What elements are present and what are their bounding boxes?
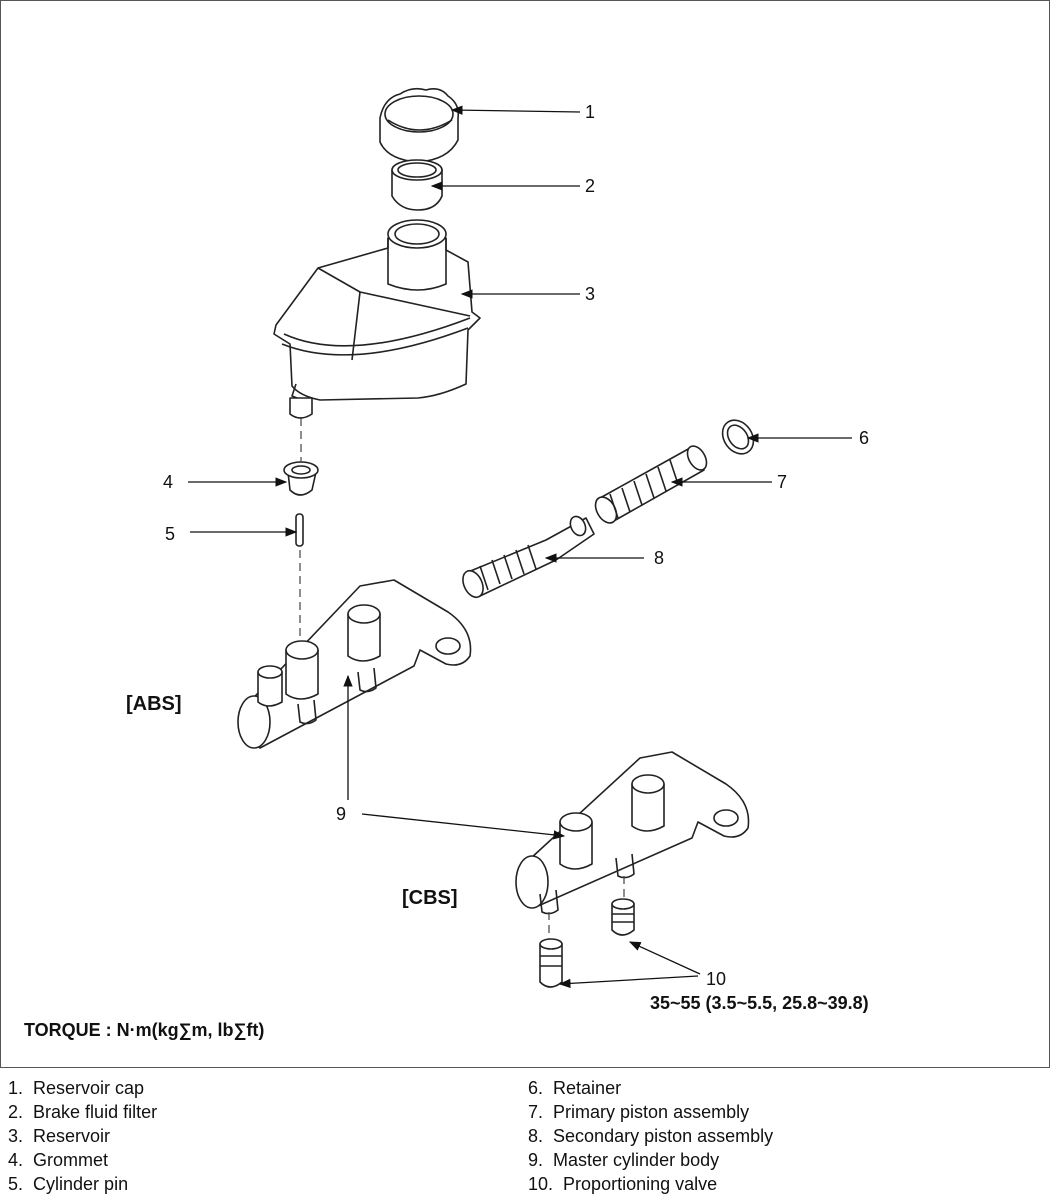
master-cylinder-abs-part xyxy=(237,579,472,749)
callout-leaders xyxy=(188,105,852,989)
callout-4: 4 xyxy=(163,472,173,492)
callout-5: 5 xyxy=(165,524,175,544)
legend-item: 4. Grommet xyxy=(8,1148,157,1172)
proportioning-valve-part xyxy=(539,898,635,988)
master-cylinder-cbs-part xyxy=(515,751,750,915)
legend-item: 9. Master cylinder body xyxy=(528,1148,773,1172)
torque-caption: TORQUE : N·m(kg∑m, lb∑ft) xyxy=(24,1020,265,1040)
legend-item: 1. Reservoir cap xyxy=(8,1076,157,1100)
legend-item: 6. Retainer xyxy=(528,1076,773,1100)
legend-text: Secondary piston assembly xyxy=(553,1126,774,1146)
primary-piston-part xyxy=(594,445,708,524)
legend-num: 7. xyxy=(528,1102,544,1122)
legend-item: 3. Reservoir xyxy=(8,1124,157,1148)
exploded-view-drawing: 1 2 3 4 5 6 7 8 9 10 [ABS] [CBS] xyxy=(126,87,869,989)
callout-8: 8 xyxy=(654,548,664,568)
legend-text: Retainer xyxy=(553,1078,622,1098)
legend-text: Primary piston assembly xyxy=(553,1102,750,1122)
legend-num: 4. xyxy=(8,1150,24,1170)
legend-right: 6. Retainer 7. Primary piston assembly 8… xyxy=(528,1076,773,1196)
callout-7: 7 xyxy=(777,472,787,492)
legend-text: Master cylinder body xyxy=(553,1150,720,1170)
legend-num: 5. xyxy=(8,1174,24,1194)
legend-item: 2. Brake fluid filter xyxy=(8,1100,157,1124)
callout-10: 10 xyxy=(706,969,726,989)
callout-9: 9 xyxy=(336,804,346,824)
brake-fluid-filter-part xyxy=(391,159,443,211)
legend-item: 10. Proportioning valve xyxy=(528,1172,773,1196)
assembly-guide-lines xyxy=(299,418,625,940)
reservoir-cap-part xyxy=(379,87,460,163)
legend-text: Brake fluid filter xyxy=(33,1102,158,1122)
callout-6: 6 xyxy=(859,428,869,448)
legend-left: 1. Reservoir cap 2. Brake fluid filter 3… xyxy=(8,1076,157,1196)
legend-item: 5. Cylinder pin xyxy=(8,1172,157,1196)
legend-item: 8. Secondary piston assembly xyxy=(528,1124,773,1148)
legend-text: Reservoir cap xyxy=(33,1078,145,1098)
legend-num: 6. xyxy=(528,1078,544,1098)
cylinder-pin-part xyxy=(295,513,304,547)
legend-num: 9. xyxy=(528,1150,544,1170)
grommet-part xyxy=(283,461,319,496)
legend-text: Cylinder pin xyxy=(33,1174,129,1194)
legend-num: 8. xyxy=(528,1126,544,1146)
callout-3: 3 xyxy=(585,284,595,304)
legend-num: 1. xyxy=(8,1078,24,1098)
retainer-part xyxy=(721,419,755,455)
abs-label: [ABS] xyxy=(126,693,182,715)
cbs-label: [CBS] xyxy=(402,887,458,909)
reservoir-part xyxy=(273,219,481,419)
legend-item: 7. Primary piston assembly xyxy=(528,1100,773,1124)
legend-num: 10. xyxy=(528,1174,554,1194)
legend-text: Proportioning valve xyxy=(563,1174,718,1194)
callout-1: 1 xyxy=(585,102,595,122)
legend-num: 3. xyxy=(8,1126,24,1146)
legend-text: Reservoir xyxy=(33,1126,111,1146)
legend-num: 2. xyxy=(8,1102,24,1122)
callout-2: 2 xyxy=(585,176,595,196)
legend-text: Grommet xyxy=(33,1150,109,1170)
torque-value: 35~55 (3.5~5.5, 25.8~39.8) xyxy=(650,993,869,1013)
secondary-piston-part xyxy=(462,515,595,599)
